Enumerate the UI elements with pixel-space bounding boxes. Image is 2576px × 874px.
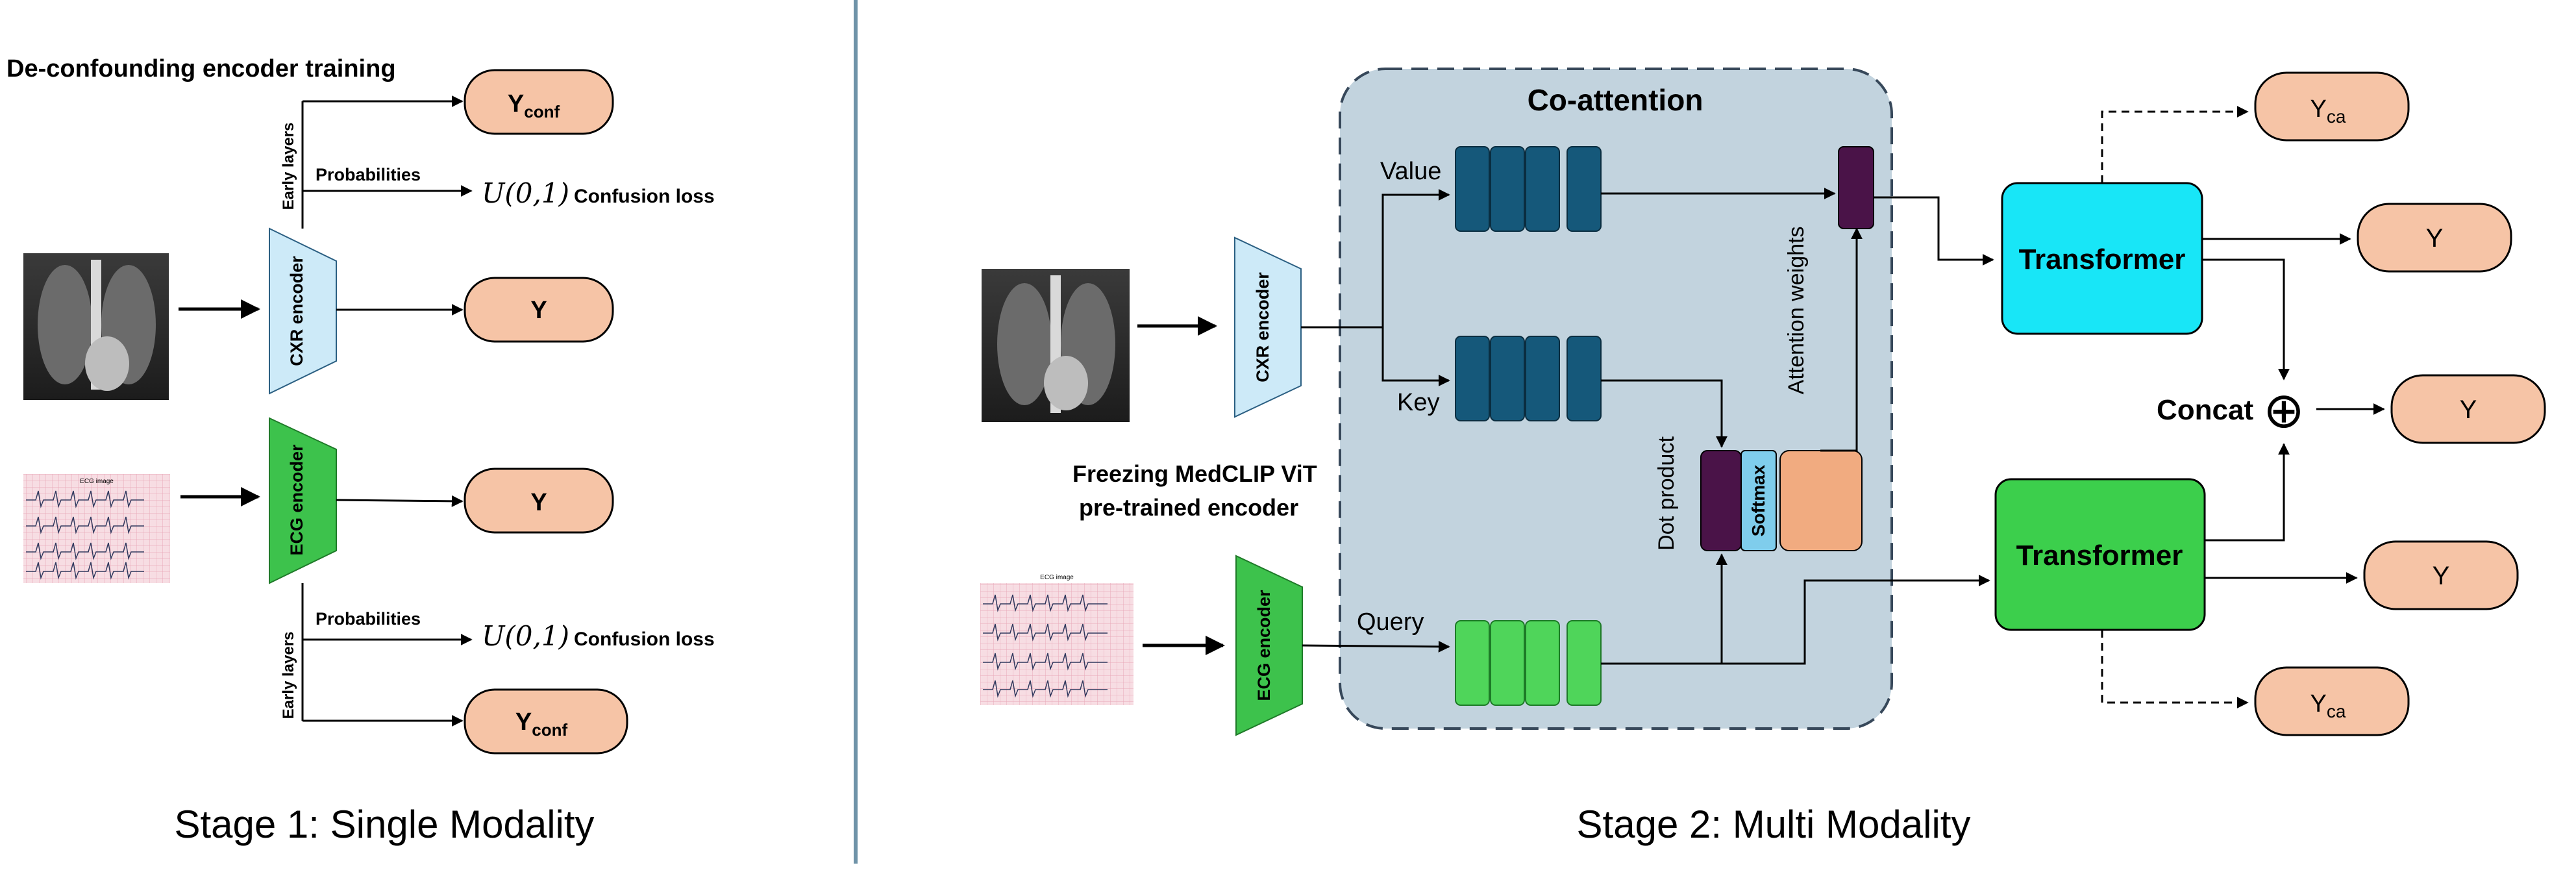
svg-text:Confusion loss: Confusion loss — [574, 629, 715, 650]
stage1-cxr-encoder — [269, 227, 337, 395]
svg-text:Probabilities: Probabilities — [316, 609, 421, 629]
svg-text:Y: Y — [530, 297, 547, 324]
stage2-output-yca-top: Yca — [2254, 71, 2410, 142]
svg-text:ECG image: ECG image — [80, 478, 114, 485]
stage1-panel: De-confounding encoder training ECG imag… — [6, 55, 715, 846]
svg-text:U(0,1): U(0,1) — [482, 620, 569, 652]
svg-text:Early layers: Early layers — [280, 123, 297, 210]
concat-label: Concat — [2157, 394, 2253, 426]
svg-text:Yconf: Yconf — [508, 90, 560, 121]
stage2-output-y-cyan: Y — [2357, 203, 2512, 273]
svg-text:Transformer: Transformer — [2019, 243, 2186, 275]
svg-text:pre-trained encoder: pre-trained encoder — [1079, 494, 1298, 521]
coattention-box — [1339, 68, 1893, 730]
stage1-ecg-encoder — [269, 417, 337, 584]
value-tokens — [1455, 146, 1602, 232]
stage2-ecg-image: ECG image — [980, 574, 1133, 705]
svg-text:Transformer: Transformer — [2016, 540, 2183, 571]
svg-text:Dot product: Dot product — [1654, 436, 1679, 551]
svg-text:CXR encoder: CXR encoder — [287, 256, 306, 366]
stage2-panel: Co-attention ECG image CXR encoder ECG e… — [980, 68, 2546, 846]
stage1-caption: Stage 1: Single Modality — [174, 803, 594, 846]
svg-text:Yca: Yca — [2310, 690, 2346, 721]
svg-text:Yca: Yca — [2310, 95, 2346, 127]
freezing-label: Freezing MedCLIP ViT — [1072, 460, 1317, 487]
svg-text:Attention weights: Attention weights — [1784, 227, 1809, 395]
stage1-output-y-cxr: Y — [464, 277, 614, 343]
stage1-ecg-image: ECG image — [23, 474, 170, 583]
stage2-output-y-green: Y — [2363, 540, 2519, 610]
stage2-cxr-image — [982, 269, 1130, 422]
svg-text:Softmax: Softmax — [1748, 464, 1768, 536]
transformer-green — [1994, 478, 2206, 631]
svg-text:Y: Y — [2426, 224, 2444, 253]
svg-text:ECG image: ECG image — [1040, 574, 1074, 581]
stage2-caption: Stage 2: Multi Modality — [1577, 803, 1971, 846]
svg-text:Y: Y — [2433, 562, 2450, 590]
svg-text:Y: Y — [2460, 395, 2477, 424]
svg-text:Query: Query — [1357, 608, 1424, 636]
stage1-cxr-image — [23, 253, 169, 400]
attended-value-token — [1838, 146, 1874, 229]
dot-product-block — [1700, 450, 1742, 551]
svg-text:ECG encoder: ECG encoder — [1254, 590, 1274, 701]
coattention-title: Co-attention — [1528, 83, 1703, 117]
svg-text:Probabilities: Probabilities — [316, 165, 421, 184]
svg-text:CXR encoder: CXR encoder — [1253, 272, 1272, 382]
stage1-output-y-ecg: Y — [464, 468, 614, 534]
svg-text:Value: Value — [1380, 158, 1441, 185]
svg-text:Early layers: Early layers — [280, 632, 297, 719]
stage2-ecg-encoder — [1235, 555, 1303, 736]
svg-text:Yconf: Yconf — [515, 708, 568, 740]
softmax-block — [1740, 450, 1777, 551]
key-tokens — [1455, 336, 1602, 421]
stage1-output-yconf-top: Yconf — [464, 69, 614, 135]
svg-text:Y: Y — [530, 489, 547, 516]
svg-text:Confusion loss: Confusion loss — [574, 186, 715, 207]
stage1-output-yconf-bottom: Yconf — [464, 688, 628, 755]
stage2-cxr-encoder — [1234, 236, 1302, 418]
stage1-heading: De-confounding encoder training — [6, 55, 396, 82]
concat-symbol: ⊕ — [2263, 383, 2305, 438]
svg-text:Key: Key — [1397, 389, 1439, 416]
svg-text:ECG encoder: ECG encoder — [287, 444, 306, 556]
svg-text:U(0,1): U(0,1) — [482, 177, 569, 209]
attention-weights-block — [1779, 450, 1863, 551]
query-tokens — [1455, 620, 1602, 706]
stage2-output-yca-bottom: Yca — [2254, 666, 2410, 736]
stage2-output-y-concat: Y — [2390, 374, 2546, 444]
